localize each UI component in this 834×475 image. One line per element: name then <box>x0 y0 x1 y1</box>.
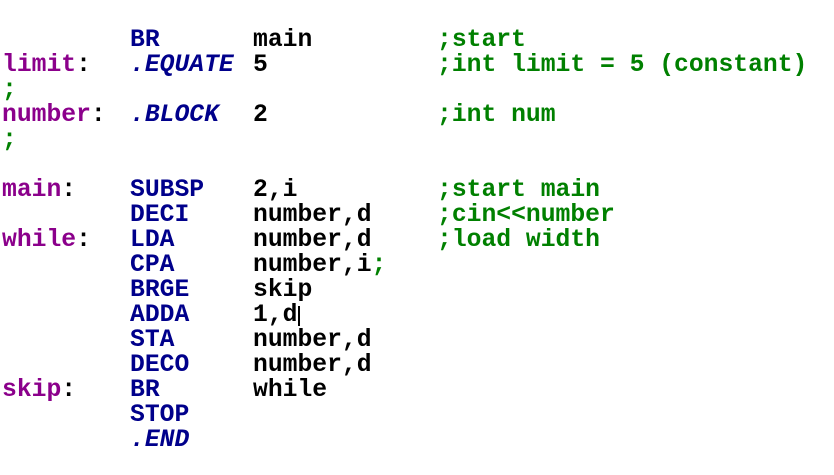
mnemonic: LDA <box>130 226 175 254</box>
code-line: ; <box>0 128 834 153</box>
code-line: DECI number,d ;cin<<number <box>0 203 834 228</box>
mnemonic: STA <box>130 326 175 354</box>
comment: ;cin<<number <box>437 201 615 229</box>
operand: 2 <box>253 101 268 129</box>
operand: number,d <box>253 351 372 379</box>
code-line: STA number,d <box>0 328 834 353</box>
dot-command: .BLOCK <box>130 101 219 129</box>
comment: ;start main <box>437 176 600 204</box>
operand: while <box>253 376 328 404</box>
text-cursor <box>298 306 301 326</box>
mnemonic: ADDA <box>130 301 190 329</box>
mnemonic: DECI <box>130 201 190 229</box>
comment: ;load width <box>437 226 600 254</box>
label: number <box>2 101 91 129</box>
operand: number,d <box>253 201 372 229</box>
operand: 1,d <box>253 301 298 329</box>
operand: number,d <box>253 326 372 354</box>
label: skip <box>2 376 62 404</box>
code-line: number: .BLOCK 2 ;int num <box>0 103 834 128</box>
label-colon: : <box>61 376 77 404</box>
operand: main <box>253 26 313 54</box>
code-line <box>0 153 834 178</box>
operand: skip <box>253 276 313 304</box>
code-line: limit: .EQUATE 5 ;int limit = 5 (constant) <box>0 53 834 78</box>
comment: ;start <box>437 26 526 54</box>
comment: ; <box>2 126 17 154</box>
code-line: skip: BR while <box>0 378 834 403</box>
mnemonic: SUBSP <box>130 176 205 204</box>
label-colon: : <box>76 226 91 254</box>
label: main <box>2 176 62 204</box>
code-line: main: SUBSP 2,i ;start main <box>0 178 834 203</box>
dot-command: .EQUATE <box>130 51 234 79</box>
label-colon: : <box>76 51 91 79</box>
operand: 2,i <box>253 176 298 204</box>
mnemonic: BR <box>130 376 160 404</box>
operand: number,d <box>253 226 372 254</box>
mnemonic: BRGE <box>130 276 190 304</box>
code-line: BR main ;start <box>0 28 834 53</box>
comment: ; <box>2 76 17 104</box>
code-line: STOP <box>0 403 834 428</box>
operand: 5 <box>253 51 268 79</box>
comment: ;int num <box>437 101 556 129</box>
mnemonic: STOP <box>130 401 190 429</box>
operand: number,i <box>253 251 372 279</box>
code-line: ; <box>0 78 834 103</box>
mnemonic: CPA <box>130 251 175 279</box>
code-line: while: LDA number,d ;load width <box>0 228 834 253</box>
mnemonic: BR <box>130 26 160 54</box>
code-line: .END <box>0 428 834 453</box>
comment: ; <box>371 251 387 279</box>
code-line: DECO number,d <box>0 353 834 378</box>
dot-command: .END <box>130 426 190 454</box>
label: while <box>2 226 77 254</box>
mnemonic: DECO <box>130 351 190 379</box>
label: limit <box>2 51 77 79</box>
code-line: CPA number,i; <box>0 253 834 278</box>
code-line: BRGE skip <box>0 278 834 303</box>
comment: ;int limit = 5 (constant) <box>437 51 808 79</box>
code-line: ADDA 1,d <box>0 303 834 328</box>
label-colon: : <box>90 101 106 129</box>
label-colon: : <box>61 176 77 204</box>
